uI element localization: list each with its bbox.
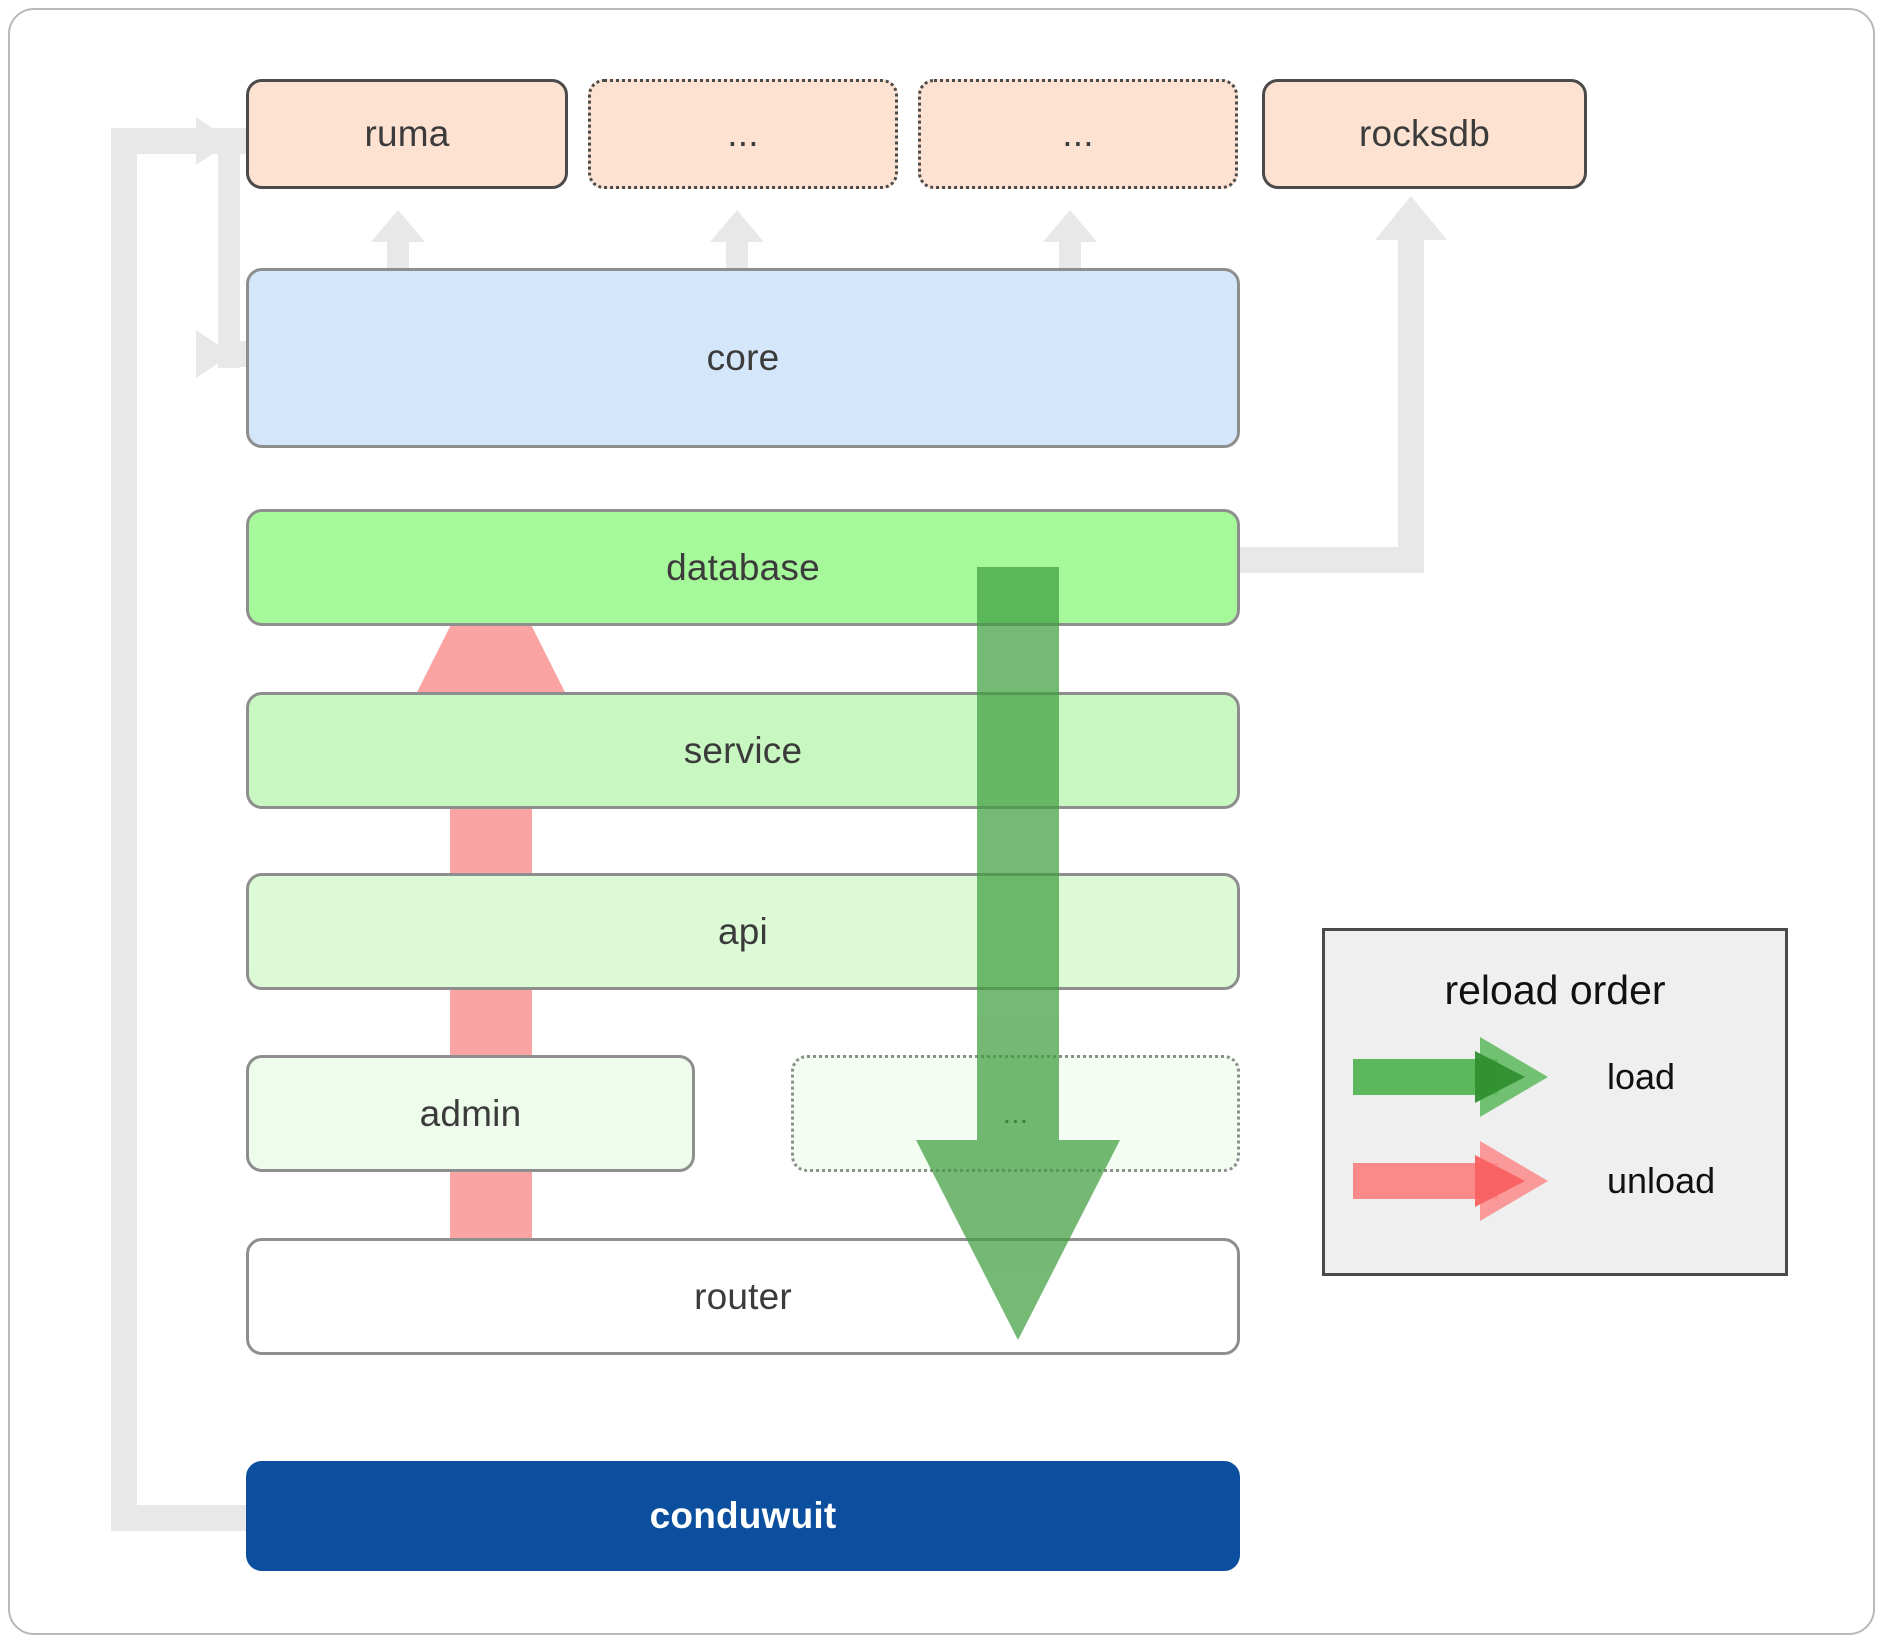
legend-label-unload: unload bbox=[1607, 1160, 1716, 1201]
connector-arrowhead-ruma bbox=[196, 117, 232, 165]
node-conduwuit[interactable]: conduwuit bbox=[246, 1461, 1240, 1571]
node-ruma[interactable]: ruma bbox=[246, 79, 568, 189]
node-router-label: router bbox=[694, 1275, 792, 1317]
node-rocksdb-label: rocksdb bbox=[1359, 113, 1490, 154]
node-service[interactable]: service bbox=[246, 692, 1240, 809]
node-conduwuit-label: conduwuit bbox=[649, 1495, 837, 1536]
connector-left-trunk-vertical bbox=[111, 128, 137, 1531]
connector-left-trunk-to-binary bbox=[111, 1505, 251, 1531]
node-ellipsis-1[interactable]: ... bbox=[588, 79, 898, 189]
node-ellipsis-1-label: ... bbox=[727, 113, 759, 154]
connector-arrowhead-core-to-ellipsis2 bbox=[1043, 210, 1097, 242]
connector-core-to-ruma-stem bbox=[387, 235, 409, 269]
node-database[interactable]: database bbox=[246, 509, 1240, 626]
legend-unload-arrow bbox=[1353, 1141, 1548, 1221]
connector-branch-ruma-vertical bbox=[218, 128, 240, 368]
node-admin[interactable]: admin bbox=[246, 1055, 695, 1172]
connector-arrowhead-rocksdb bbox=[1375, 196, 1447, 240]
node-ruma-label: ruma bbox=[364, 113, 450, 154]
node-rocksdb[interactable]: rocksdb bbox=[1262, 79, 1587, 189]
node-database-label: database bbox=[666, 546, 820, 588]
legend-arrows bbox=[1353, 1037, 1548, 1221]
diagram-frame bbox=[8, 8, 1875, 1635]
node-service-label: service bbox=[683, 729, 803, 771]
node-router[interactable]: router bbox=[246, 1238, 1240, 1355]
connector-core-to-ellipsis1-stem bbox=[726, 235, 748, 269]
node-ellipsis-2[interactable]: ... bbox=[918, 79, 1238, 189]
connector-arrowhead-core bbox=[196, 330, 232, 378]
connector-arrowhead-core-to-ruma bbox=[371, 210, 425, 242]
node-api-label: api bbox=[718, 910, 768, 952]
connector-database-to-rocksdb-vertical bbox=[1398, 232, 1424, 573]
legend-box: reload order load unload bbox=[1322, 928, 1788, 1276]
legend-load-arrow bbox=[1353, 1037, 1548, 1117]
node-api[interactable]: api bbox=[246, 873, 1240, 990]
node-layer-ellipsis-label: ... bbox=[1002, 1096, 1029, 1130]
connector-branch-ruma-horizontal bbox=[111, 128, 261, 154]
connector-arrowhead-core-to-ellipsis1 bbox=[710, 210, 764, 242]
connector-database-to-rocksdb-horizontal bbox=[1235, 547, 1423, 573]
node-ellipsis-2-label: ... bbox=[1062, 113, 1094, 154]
node-layer-ellipsis[interactable]: ... bbox=[791, 1055, 1240, 1172]
connector-core-to-ellipsis2-stem bbox=[1059, 235, 1081, 269]
node-core-label: core bbox=[706, 337, 780, 378]
legend-label-load: load bbox=[1607, 1056, 1676, 1097]
node-core[interactable]: core bbox=[246, 268, 1240, 448]
legend-title: reload order bbox=[1444, 967, 1666, 1013]
node-admin-label: admin bbox=[419, 1092, 522, 1134]
